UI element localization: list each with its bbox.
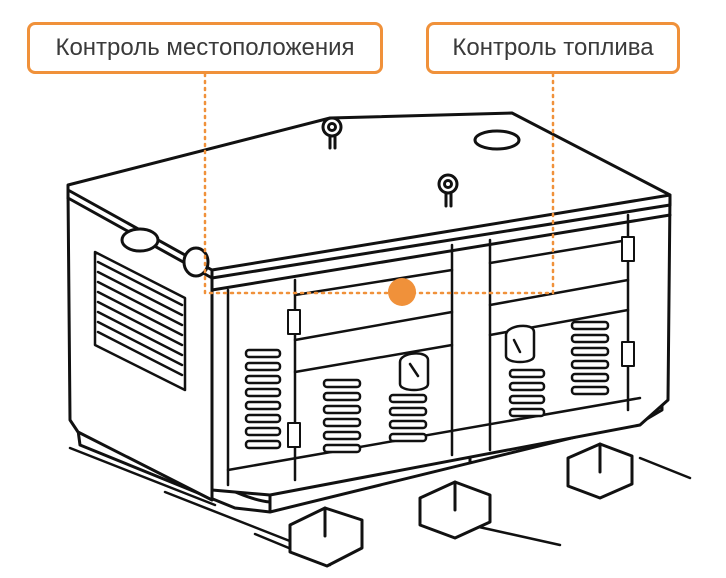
location-control-label: Контроль местоположения xyxy=(27,22,383,74)
door-handles xyxy=(398,324,536,392)
fuel-control-label: Контроль топлива xyxy=(426,22,680,74)
fuel-control-text: Контроль топлива xyxy=(452,34,654,61)
side-vent xyxy=(93,250,187,392)
lifting-eye-2 xyxy=(437,173,459,208)
hinges xyxy=(287,236,635,448)
lifting-eye-1 xyxy=(321,116,343,150)
location-control-text: Контроль местоположения xyxy=(55,34,355,61)
sensor-dot-icon xyxy=(388,278,416,306)
vent-slots xyxy=(244,320,610,454)
pallet-beams xyxy=(288,442,634,568)
callout-leaders xyxy=(203,72,555,295)
